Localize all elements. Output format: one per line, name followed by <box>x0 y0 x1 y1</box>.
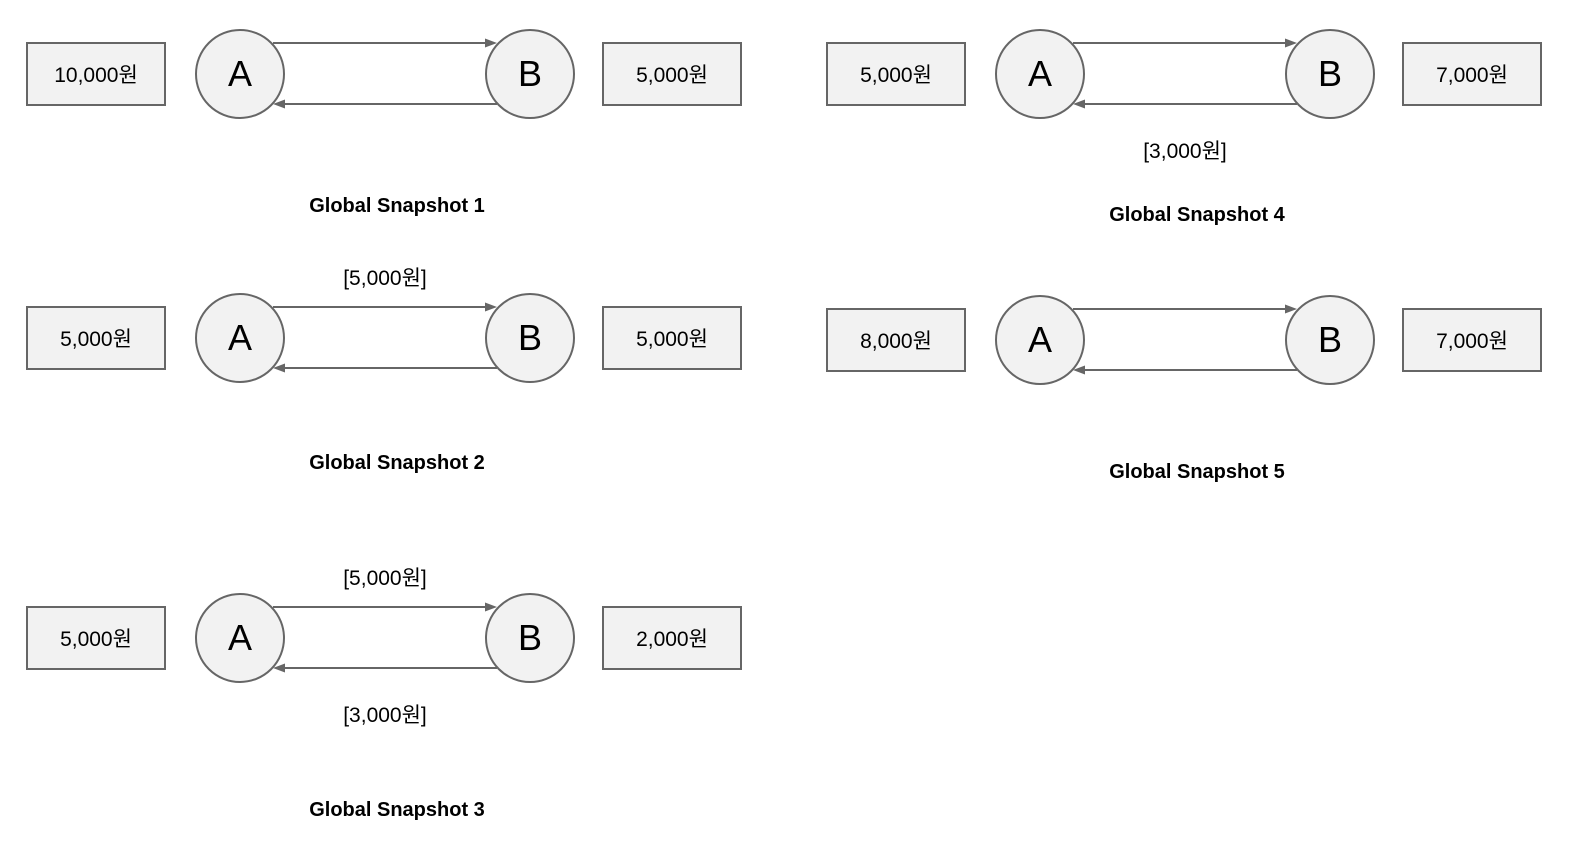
node-b-label: B <box>517 617 542 658</box>
node-a-label: A <box>227 53 252 94</box>
snapshot-5: 8,000원 A B 7,000원 Global Snapshot 5 <box>826 266 1568 528</box>
channel-amount-top-label <box>995 2 1375 28</box>
node-b: B <box>1285 295 1375 385</box>
balance-box-b: 7,000원 <box>1402 308 1542 372</box>
channel-arrows <box>273 302 497 373</box>
snapshot-title: Global Snapshot 3 <box>309 799 485 821</box>
node-b-label: B <box>1317 53 1342 94</box>
balance-value-a: 10,000원 <box>54 64 138 87</box>
channel-arrows <box>1073 304 1297 375</box>
channel-amount-top-label <box>195 2 575 28</box>
snapshot-1: 10,000원 A B 5,000원 Global Snapshot 1 <box>26 0 768 262</box>
node-a-label: A <box>1027 319 1052 360</box>
balance-value-a: 5,000원 <box>860 64 932 87</box>
channel-amount-bottom-label: [3,000원] <box>343 704 427 727</box>
balance-box-a: 5,000원 <box>26 606 166 670</box>
node-a: A <box>195 593 285 683</box>
snapshot-3: [5,000원] [3,000원] 5,000원 A B 2,000원 Glob… <box>26 564 768 826</box>
balance-value-b: 2,000원 <box>636 628 708 651</box>
channel-arrows <box>1073 38 1297 109</box>
balance-box-b: 5,000원 <box>602 42 742 106</box>
balance-value-a: 5,000원 <box>60 328 132 351</box>
snapshot-title: Global Snapshot 2 <box>309 452 485 474</box>
node-a: A <box>995 295 1085 385</box>
balance-box-a: 5,000원 <box>826 42 966 106</box>
snapshot-title: Global Snapshot 4 <box>1109 204 1285 226</box>
balance-value-b: 5,000원 <box>636 64 708 87</box>
node-a-label: A <box>227 617 252 658</box>
node-a: A <box>995 29 1085 119</box>
balance-value-b: 5,000원 <box>636 328 708 351</box>
balance-box-b: 5,000원 <box>602 306 742 370</box>
balance-value-a: 5,000원 <box>60 628 132 651</box>
balance-value-b: 7,000원 <box>1436 330 1508 353</box>
balance-value-a: 8,000원 <box>860 330 932 353</box>
balance-box-a: 5,000원 <box>26 306 166 370</box>
node-b-label: B <box>1317 319 1342 360</box>
node-b: B <box>485 293 575 383</box>
channel-arrows <box>273 38 497 109</box>
node-b-label: B <box>517 53 542 94</box>
balance-box-b: 2,000원 <box>602 606 742 670</box>
balance-box-a: 10,000원 <box>26 42 166 106</box>
channel-amount-bottom-label <box>195 403 575 429</box>
snapshot-title: Global Snapshot 5 <box>1109 461 1285 483</box>
node-a: A <box>195 293 285 383</box>
balance-value-b: 7,000원 <box>1436 64 1508 87</box>
balance-box-a: 8,000원 <box>826 308 966 372</box>
channel-amount-top-label <box>995 268 1375 294</box>
channel-amount-bottom-label <box>995 405 1375 431</box>
node-a-label: A <box>227 317 252 358</box>
channel-arrows <box>273 602 497 673</box>
snapshot-4: [3,000원] 5,000원 A B 7,000원 Global Snapsh… <box>826 0 1568 262</box>
node-b-label: B <box>517 317 542 358</box>
balance-box-b: 7,000원 <box>1402 42 1542 106</box>
channel-amount-top-label: [5,000원] <box>343 267 427 290</box>
channel-amount-top-label: [5,000원] <box>343 567 427 590</box>
node-b: B <box>1285 29 1375 119</box>
node-a: A <box>195 29 285 119</box>
snapshot-2: [5,000원] 5,000원 A B 5,000원 Global Snapsh… <box>26 264 768 526</box>
channel-amount-bottom-label: [3,000원] <box>1143 140 1227 163</box>
channel-amount-bottom-label <box>195 139 575 165</box>
node-a-label: A <box>1027 53 1052 94</box>
node-b: B <box>485 593 575 683</box>
node-b: B <box>485 29 575 119</box>
snapshot-title: Global Snapshot 1 <box>309 195 485 217</box>
